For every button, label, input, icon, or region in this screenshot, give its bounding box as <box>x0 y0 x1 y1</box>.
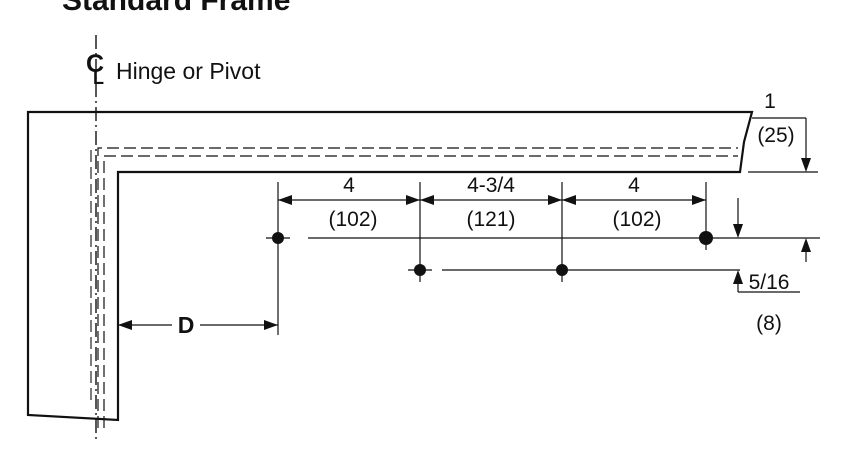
frame-depth-metric: (25) <box>757 124 794 147</box>
arrow-s2-right <box>548 195 562 205</box>
spacing-3-value: 4 <box>628 174 640 197</box>
hidden-line-outer <box>97 147 738 428</box>
depth-arrowhead <box>801 158 811 172</box>
hidden-line-inner <box>103 155 738 428</box>
frame-depth-value: 1 <box>764 90 776 113</box>
arrow-s1-left <box>278 195 292 205</box>
mounting-hole-1 <box>272 232 284 244</box>
spacing-2-metric: (121) <box>466 208 515 231</box>
arrow-s3-right <box>692 195 706 205</box>
d-label: D <box>178 312 195 338</box>
d-arrow-left <box>118 320 132 330</box>
mounting-hole-2 <box>414 264 426 276</box>
offset-metric: (8) <box>756 312 782 335</box>
centerline-symbol-sub: L <box>93 68 104 88</box>
frame-outline <box>26 110 754 422</box>
spacing-2-value: 4-3/4 <box>467 174 515 197</box>
arrow-s2-left <box>420 195 434 205</box>
centerline-symbol: C <box>86 50 104 78</box>
centerline-label: Hinge or Pivot <box>116 58 261 84</box>
offset-arrow-bottom <box>733 270 743 284</box>
spacing-1-value: 4 <box>343 174 355 197</box>
arrow-s1-right <box>406 195 420 205</box>
spacing-1-metric: (102) <box>328 208 377 231</box>
diagram-title: Standard Frame <box>62 0 290 17</box>
arrow-s3-left <box>562 195 576 205</box>
mounting-hole-4 <box>699 231 713 245</box>
offset-arrow-right <box>801 238 811 252</box>
spacing-3-metric: (102) <box>612 208 661 231</box>
offset-arrow-top <box>733 224 743 238</box>
d-arrow-right <box>264 320 278 330</box>
offset-value: 5/16 <box>749 271 790 294</box>
mounting-hole-3 <box>556 264 568 276</box>
